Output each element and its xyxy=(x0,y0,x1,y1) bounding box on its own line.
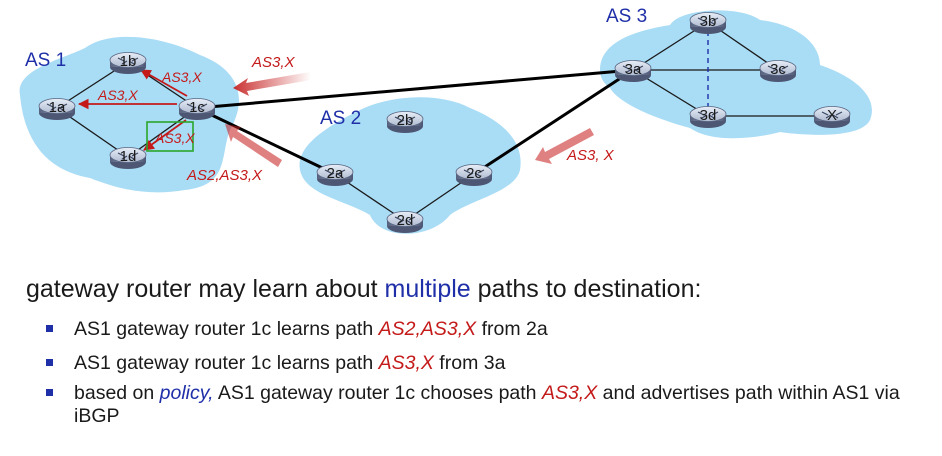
svg-text:1a: 1a xyxy=(49,99,66,116)
router-3b: 3b xyxy=(689,11,727,35)
as3-label: AS 3 xyxy=(606,6,647,27)
svg-text:1c: 1c xyxy=(189,99,205,116)
svg-text:X: X xyxy=(827,107,837,124)
router-2a: 2a xyxy=(316,163,354,187)
router-3d: 3d xyxy=(689,105,727,129)
svg-text:2c: 2c xyxy=(466,165,482,182)
bullet-item: AS1 gateway router 1c learns path AS3,X … xyxy=(46,352,942,375)
bullet-marker xyxy=(46,389,53,396)
ibgp-arrow-to-1b xyxy=(140,69,188,97)
slide-heading: gateway router may learn about multiple … xyxy=(26,275,702,303)
as1-cloud xyxy=(19,36,239,193)
svg-text:2d: 2d xyxy=(397,212,414,229)
router-2d: 2d xyxy=(386,210,424,234)
bullet-list: AS1 gateway router 1c learns path AS2,AS… xyxy=(46,318,942,439)
router-2c: 2c xyxy=(455,163,493,187)
router-x: X xyxy=(813,105,851,129)
router-3a: 3a xyxy=(614,59,652,83)
as2-cloud xyxy=(299,97,521,234)
svg-text:2b: 2b xyxy=(397,112,414,129)
router-3c: 3c xyxy=(759,59,797,83)
ibgp-arrow-to-1d xyxy=(143,119,187,151)
advert-label-right: AS3, X xyxy=(566,147,615,164)
as2-label: AS 2 xyxy=(320,108,361,129)
ibgp-label-1b: AS3,X xyxy=(161,69,202,85)
bullet-item: AS1 gateway router 1c learns path AS2,AS… xyxy=(46,318,942,341)
router-1c: 1c xyxy=(178,97,216,121)
svg-text:1b: 1b xyxy=(120,53,137,70)
svg-text:1d: 1d xyxy=(120,148,137,165)
svg-text:3a: 3a xyxy=(625,61,642,78)
router-1d: 1d xyxy=(109,146,147,170)
as3-cloud xyxy=(600,10,872,139)
svg-text:2a: 2a xyxy=(327,165,344,182)
ibgp-label-1a: AS3,X xyxy=(97,87,138,103)
highlight-box xyxy=(146,121,194,152)
ibgp-label-1d: AS3,X xyxy=(154,130,195,146)
router-1b: 1b xyxy=(109,51,147,75)
bullet-item: based on policy, AS1 gateway router 1c c… xyxy=(46,382,942,428)
svg-text:3d: 3d xyxy=(700,107,717,124)
router-1a: 1a xyxy=(38,97,76,121)
as1-label: AS 1 xyxy=(25,50,66,71)
advert-label-left-bottom: AS2,AS3,X xyxy=(186,167,263,184)
advert-arrow-right xyxy=(535,128,594,164)
bullet-marker xyxy=(46,359,53,366)
svg-text:3b: 3b xyxy=(700,13,717,30)
advert-label-top: AS3,X xyxy=(251,54,296,71)
router-2b: 2b xyxy=(386,110,424,134)
advert-arrow-left-bottom xyxy=(225,124,282,167)
bgp-network-diagram: 1a 1b 1c 1d 2a 2b 2c 2d 3a 3b 3c 3d X AS… xyxy=(19,6,872,234)
advert-arrow-top xyxy=(233,72,311,96)
bullet-marker xyxy=(46,325,53,332)
svg-text:3c: 3c xyxy=(770,61,786,78)
